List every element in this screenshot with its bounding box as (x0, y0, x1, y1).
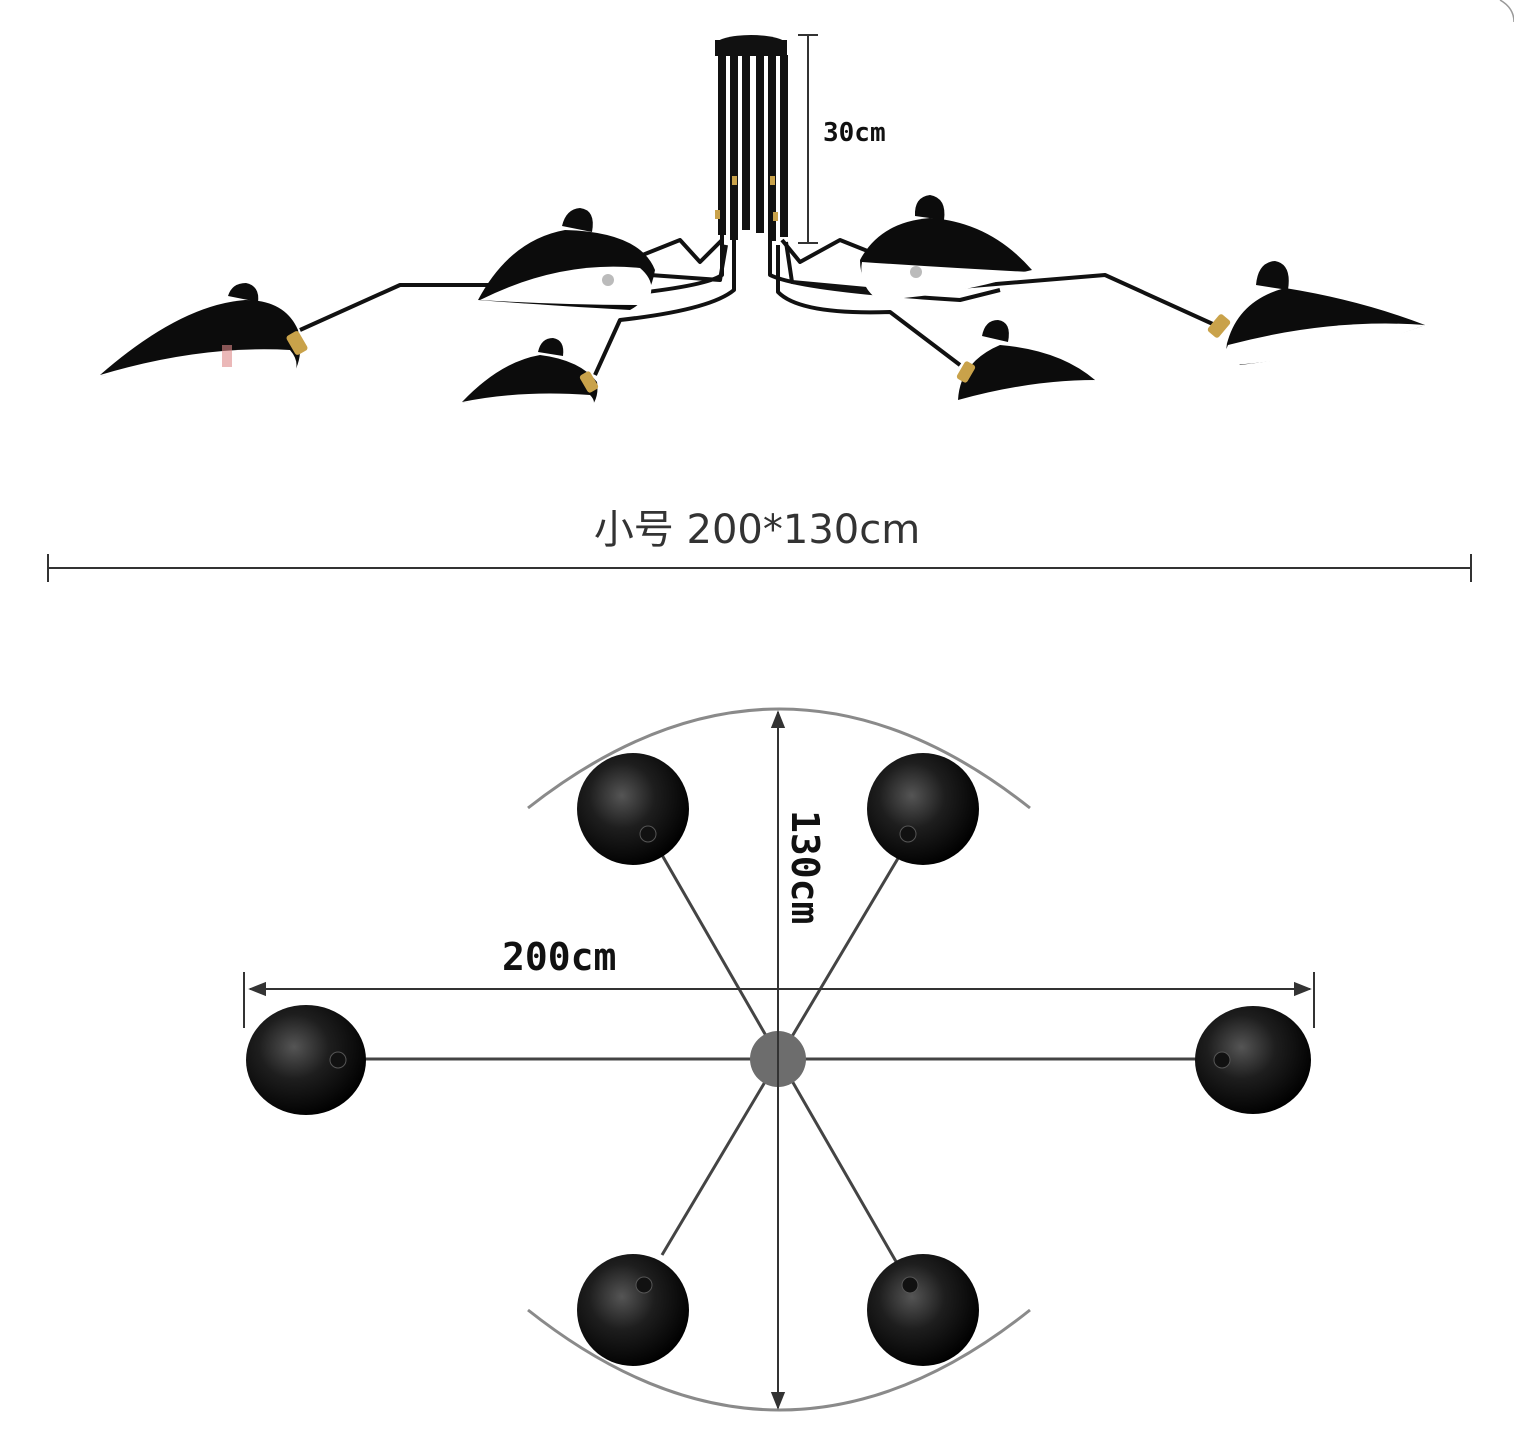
top-shade-left (246, 1005, 366, 1115)
size-label: 小号 200*130cm (594, 507, 920, 553)
shade-lower-left (462, 338, 599, 414)
width-dimension-line (47, 554, 1472, 582)
top-shade-lower-left (577, 1254, 689, 1366)
shade-inner-right (860, 195, 1032, 300)
shade-inner-left (478, 208, 655, 310)
top-shade-lower-right (867, 1254, 979, 1366)
top-shade-upper-left (577, 753, 689, 865)
depth-label: 130cm (783, 810, 827, 924)
stem-bundle (718, 55, 788, 241)
lamp-arms (299, 235, 1216, 376)
width-label: 200cm (502, 935, 616, 979)
top-shade-right (1195, 1006, 1311, 1114)
side-view: 30cm 小号 200*130cm (47, 34, 1472, 582)
outer-arc-top (527, 707, 1031, 810)
canopy-base (715, 40, 787, 56)
shade-far-left (100, 283, 308, 381)
top-shade-upper-right (867, 753, 979, 865)
height-dimension (798, 34, 818, 244)
outer-arc-bottom (527, 1308, 1031, 1412)
top-view: 130cm 200cm (243, 707, 1315, 1412)
shade-far-right (1207, 261, 1425, 365)
height-label: 30cm (823, 118, 886, 148)
corner-border (1499, 0, 1514, 23)
stem-joints (715, 176, 778, 221)
shade-lower-right (956, 320, 1095, 402)
